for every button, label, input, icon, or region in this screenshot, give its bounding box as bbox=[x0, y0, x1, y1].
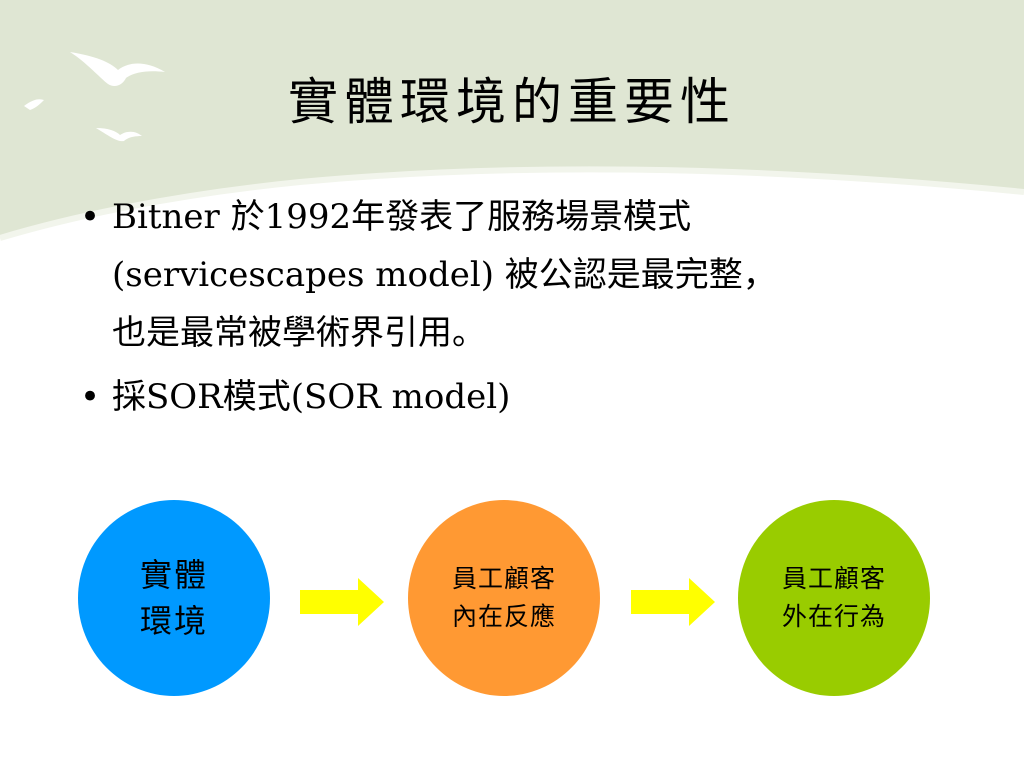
bullet-marker: • bbox=[80, 197, 101, 237]
bird-small-icon bbox=[24, 99, 44, 110]
header-band-edge bbox=[0, 166, 1024, 241]
arrow-shape bbox=[300, 578, 384, 626]
bullet-text: Bitner 於1992年發表了服務場景模式 (servicescapes mo… bbox=[112, 197, 777, 353]
bird-medium-icon bbox=[96, 128, 142, 142]
node-label: 員工顧客 內在反應 bbox=[451, 564, 556, 631]
node-physical-environment: 實體 環境 bbox=[78, 500, 270, 696]
node-external-behavior: 員工顧客 外在行為 bbox=[738, 500, 930, 696]
bird-large-icon bbox=[70, 52, 165, 86]
arrow-right-icon bbox=[631, 578, 715, 626]
header-band bbox=[0, 0, 1024, 238]
bullet-item-sor: • 採SOR模式(SOR model) bbox=[80, 368, 980, 426]
bullet-text: 採SOR模式(SOR model) bbox=[112, 377, 511, 417]
sor-diagram: 實體 環境 員工顧客 內在反應 員工顧客 外在行為 bbox=[0, 490, 1024, 710]
node-label: 實體 環境 bbox=[139, 556, 208, 640]
header-background bbox=[0, 0, 1024, 241]
bullet-list: • Bitner 於1992年發表了服務場景模式 (servicescapes … bbox=[80, 188, 980, 432]
arrow-right-icon bbox=[300, 578, 384, 626]
bullet-item-bitner: • Bitner 於1992年發表了服務場景模式 (servicescapes … bbox=[80, 188, 980, 362]
arrow-shape bbox=[631, 578, 715, 626]
slide-title: 實體環境的重要性 bbox=[288, 73, 736, 131]
node-internal-response: 員工顧客 內在反應 bbox=[408, 500, 600, 696]
node-label: 員工顧客 外在行為 bbox=[781, 564, 886, 631]
bullet-marker: • bbox=[80, 377, 101, 417]
